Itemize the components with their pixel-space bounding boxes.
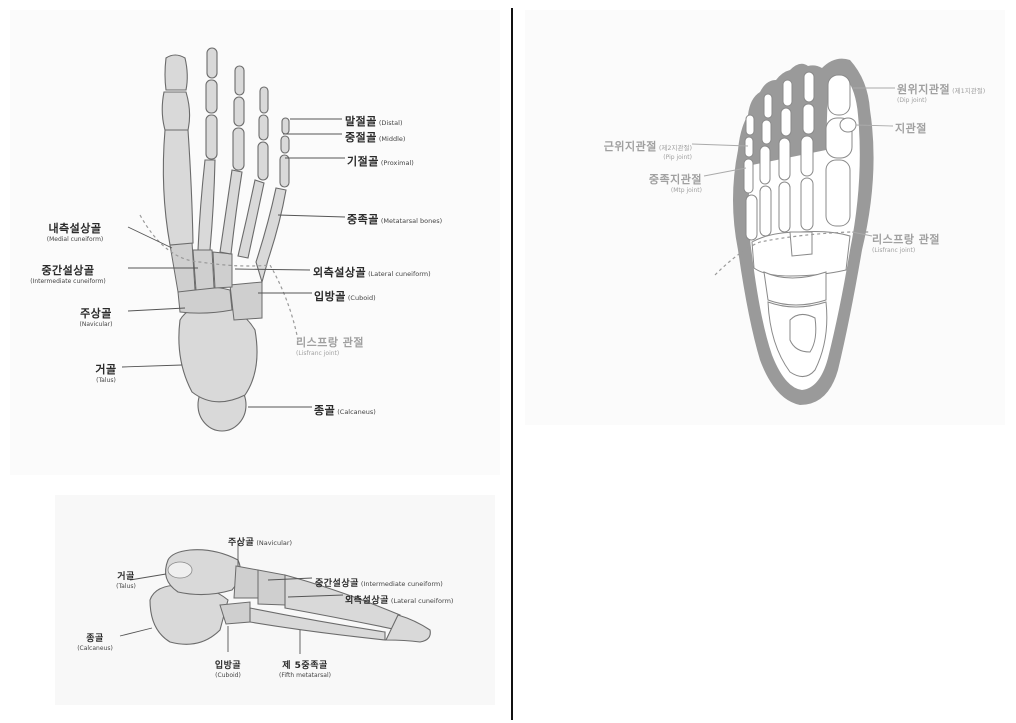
- label-middle-phalanx: 중절골(Middle): [345, 128, 405, 144]
- label-proximal-phalanx: 기절골(Proximal): [347, 152, 414, 168]
- label-intermediate-cuneiform: 중간설상골 (Intermediate cuneiform): [6, 261, 130, 285]
- metatarsal-3: [220, 170, 242, 254]
- metatarsal-2: [198, 160, 215, 250]
- big-toe-proximal: [162, 92, 189, 130]
- toe5-proximal: [280, 155, 289, 187]
- label-metatarsal-bones: 중족골(Metatarsal bones): [347, 210, 442, 226]
- toe3-proximal-outline: [779, 138, 790, 180]
- toe2-middle: [206, 80, 217, 113]
- toe5-proximal-outline: [744, 159, 753, 193]
- lateral-cuboid: [220, 602, 250, 624]
- metatarsal-1: [163, 130, 193, 245]
- metatarsal5-outline: [746, 195, 757, 240]
- intermediate-cuneiform-bone: [193, 250, 214, 290]
- toe4-distal-outline: [764, 94, 772, 118]
- lateral-navicular: [234, 566, 258, 598]
- metatarsal-4: [238, 180, 264, 258]
- big-toe-distal: [165, 55, 187, 90]
- label-talus: 거골 (Talus): [86, 360, 126, 384]
- label-pip-joint: 근위지관절(제2지관절) (Pip joint): [560, 137, 692, 161]
- toe3-distal-outline: [783, 80, 792, 106]
- metatarsal4-outline: [760, 186, 771, 236]
- label-distal-phalanx: 말절골(Distal): [345, 112, 402, 128]
- toe2-middle-outline: [803, 104, 814, 134]
- toe3-distal: [235, 66, 244, 95]
- metatarsal3-outline: [779, 182, 790, 232]
- medial-cuneiform-bone: [170, 242, 195, 292]
- label-calcaneus: 종골(Calcaneus): [314, 401, 376, 417]
- big-toe-distal-outline: [828, 75, 850, 115]
- label-right-lisfranc-joint: 리스프랑 관절 (Lisfranc joint): [872, 230, 940, 254]
- label-fifth-metatarsal: 제 5중족골 (Fifth metatarsal): [265, 655, 345, 679]
- toe4-middle: [259, 115, 268, 140]
- toe5-middle: [281, 136, 289, 153]
- toe5-distal: [282, 118, 289, 134]
- label-mtp-joint: 중족지관절 (Mtp joint): [610, 170, 702, 194]
- toe5-distal-outline: [746, 115, 754, 135]
- cuboid-bone: [230, 282, 262, 320]
- toe2-proximal: [206, 115, 217, 159]
- label-navicular: 주상골 (Navicular): [66, 304, 126, 328]
- toe3-proximal: [233, 128, 244, 170]
- label-sesamoid: 지관절: [895, 119, 927, 135]
- lateral-cuneiforms: [258, 570, 285, 605]
- toe3-middle-outline: [781, 108, 791, 136]
- label-lateral-talus: 거골 (Talus): [106, 566, 146, 590]
- label-dip-joint: 원위지관절(제1지관절) (Dip joint): [897, 80, 985, 104]
- label-lateral-calcaneus: 종골 (Calcaneus): [70, 628, 120, 652]
- lateral-cuneiform-bone: [213, 252, 232, 288]
- label-lateral-lateral-cuneiform: 외측설상골(Lateral cuneiform): [345, 590, 453, 606]
- toe4-proximal-outline: [760, 146, 770, 184]
- foot-outline-diagram: [715, 59, 874, 405]
- label-lateral-navicular: 주상골(Navicular): [228, 532, 292, 548]
- label-cuboid: 입방골(Cuboid): [314, 287, 376, 303]
- toe3-middle: [234, 97, 244, 126]
- talus-outline: [790, 314, 816, 352]
- metatarsal2-outline: [801, 178, 813, 230]
- label-lateral-intermediate-cuneiform: 중간설상골(Intermediate cuneiform): [315, 573, 443, 589]
- toe2-distal: [207, 48, 217, 78]
- toe2-proximal-outline: [801, 136, 813, 176]
- toe2-distal-outline: [804, 72, 814, 102]
- toe5-middle-outline: [745, 137, 753, 157]
- label-medial-cuneiform: 내측설상골 (Medial cuneiform): [20, 219, 130, 243]
- dorsal-foot-skeleton: [140, 48, 298, 431]
- label-lateral-cuboid: 입방골 (Cuboid): [203, 655, 253, 679]
- toe4-distal: [260, 87, 268, 113]
- label-lateral-cuneiform: 외측설상골(Lateral cuneiform): [313, 263, 431, 279]
- toe4-proximal: [258, 142, 268, 180]
- metatarsal1-outline: [826, 160, 850, 226]
- label-lisfranc-joint: 리스프랑 관절 (Lisfranc joint): [296, 333, 364, 357]
- toe4-middle-outline: [762, 120, 771, 144]
- sesamoid-outline: [840, 118, 856, 132]
